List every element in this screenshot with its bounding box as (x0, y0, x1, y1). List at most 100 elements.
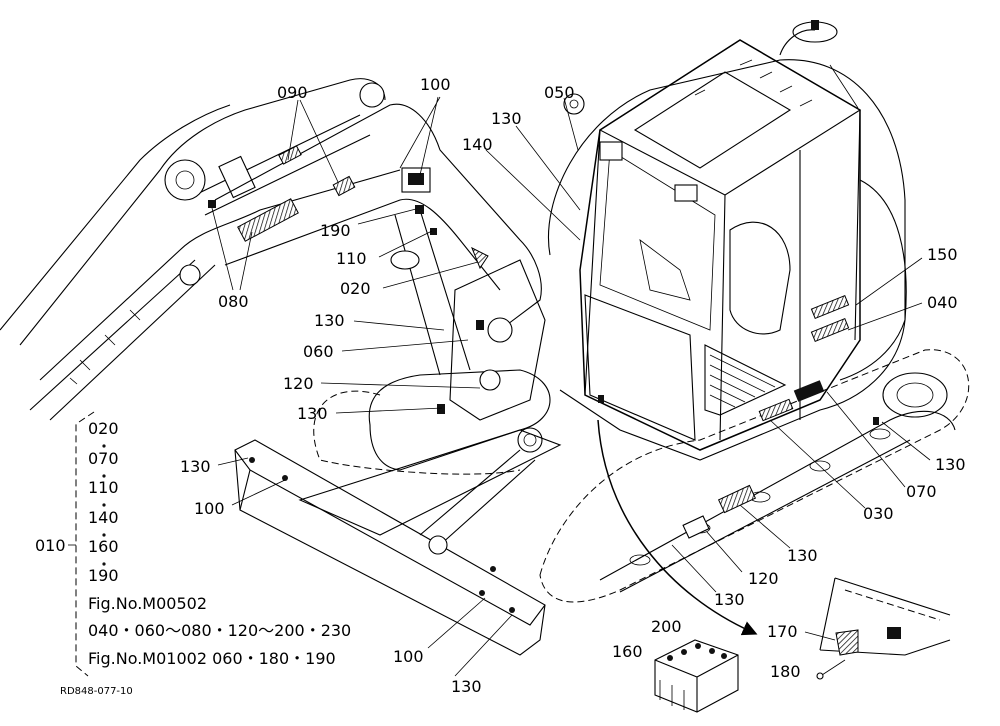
group-item: 070 (88, 449, 119, 468)
callout-070: 070 (906, 482, 937, 501)
decal-030 (758, 398, 794, 422)
track-rollers (629, 428, 891, 566)
boom-swing-cylinder (394, 209, 471, 376)
callout-110: 110 (336, 249, 367, 268)
callout-140: 140 (462, 135, 493, 154)
cabin-window (599, 149, 716, 331)
callout-100: 100 (420, 75, 451, 94)
callout-130: 130 (451, 677, 482, 696)
blade-bolt-5 (509, 607, 515, 613)
dozer-blade-top (234, 449, 546, 626)
excavator-drawing (0, 20, 970, 713)
decal-090-boom (278, 145, 302, 165)
callout-200: 200 (651, 617, 682, 636)
arm-cylinder-2 (49, 264, 216, 421)
decal-170 (835, 629, 859, 656)
boom-outer-edge (0, 104, 231, 331)
blade-bolt-3 (490, 566, 496, 572)
blade-bolt-4 (479, 590, 485, 596)
callout-080: 080 (218, 292, 249, 311)
cabin-light-2 (674, 184, 698, 202)
idler-wheel (882, 372, 948, 418)
callout-130: 130 (935, 455, 966, 474)
decal-080-small (332, 175, 356, 197)
callout-180: 180 (770, 662, 801, 681)
decal-070 (793, 380, 825, 402)
fig-ref-2: Fig.No.M01002 060・180・190 (88, 649, 336, 668)
cabin-pillar-front (584, 129, 726, 441)
group-item: 160 (88, 537, 119, 556)
track-frame (599, 410, 956, 581)
blade-bolt-1 (249, 457, 255, 463)
counterweight (839, 179, 907, 381)
callout-130: 130 (314, 311, 345, 330)
callout-090: 090 (277, 83, 308, 102)
fig-ref-1-items: 040・060～080・120～200・230 (88, 621, 351, 640)
callout-120: 120 (283, 374, 314, 393)
swing-bracket (449, 259, 546, 421)
boom-lower-edge (39, 169, 401, 381)
upper-structure (548, 59, 906, 461)
arm-cylinder-1 (29, 259, 196, 411)
decal-110 (430, 228, 437, 235)
blade-cylinder (419, 449, 536, 546)
dozer-blade-face (239, 469, 251, 511)
callout-170: 170 (767, 622, 798, 641)
group-item: 190 (88, 566, 119, 585)
callout-120: 120 (748, 569, 779, 588)
callout-130: 130 (714, 590, 745, 609)
decal-track (717, 484, 757, 514)
group-item: 110 (88, 478, 119, 497)
boom-cylinder (194, 114, 371, 216)
track-frame-lower (619, 439, 911, 593)
callout-040: 040 (927, 293, 958, 312)
decal-040 (810, 317, 850, 343)
group-item: 140 (88, 508, 119, 527)
decal-020 (471, 246, 489, 270)
decal-150 (810, 294, 850, 320)
callout-060: 060 (303, 342, 334, 361)
fig-ref-1: Fig.No.M00502 (88, 594, 207, 613)
cabin-light (599, 141, 623, 161)
antenna (829, 64, 859, 109)
leader-lines (211, 96, 931, 677)
boom-upper-edge (19, 78, 386, 346)
callout-130: 130 (491, 109, 522, 128)
cabin-door (584, 294, 696, 441)
callout-020: 020 (340, 279, 371, 298)
track-outline-left (313, 390, 521, 475)
roof-skylight (633, 71, 792, 169)
callout-050: 050 (544, 83, 575, 102)
boom-main-lower (224, 198, 501, 291)
boom-main-body (214, 103, 542, 331)
group-label: 010 (35, 536, 66, 555)
blade-arm (298, 429, 562, 536)
callout-100: 100 (194, 499, 225, 518)
battery (654, 639, 739, 713)
part-group-legend: 010 020 070 110 140 160 190 Fig.No.M0050… (35, 411, 351, 677)
drawing-reference: RD848-077-10 (60, 686, 133, 697)
decal-080-boom (237, 198, 299, 242)
operator-seat (729, 221, 791, 335)
boom-pin-mid (164, 159, 206, 201)
callout-130: 130 (787, 546, 818, 565)
decal-marker-1 (208, 200, 216, 208)
swing-pivot (517, 427, 543, 453)
roof-slats (694, 59, 813, 107)
battery-arrow (597, 419, 758, 636)
callout-130: 130 (180, 457, 211, 476)
callout-130: 130 (297, 404, 328, 423)
cabin-pillar-rear (799, 109, 861, 420)
track-outline-right (539, 349, 970, 603)
group-item: 020 (88, 419, 119, 438)
swing-cylinder-eye (390, 250, 420, 270)
callout-030: 030 (863, 504, 894, 523)
cylinder-collar (218, 155, 256, 199)
decal-190 (415, 205, 424, 214)
callout-labels: 090 100 050 130 140 190 110 080 020 130 … (180, 75, 966, 696)
boom-pin-low (179, 264, 201, 286)
blade-bolt-2 (282, 475, 288, 481)
left-track (368, 369, 551, 471)
callout-190: 190 (320, 221, 351, 240)
